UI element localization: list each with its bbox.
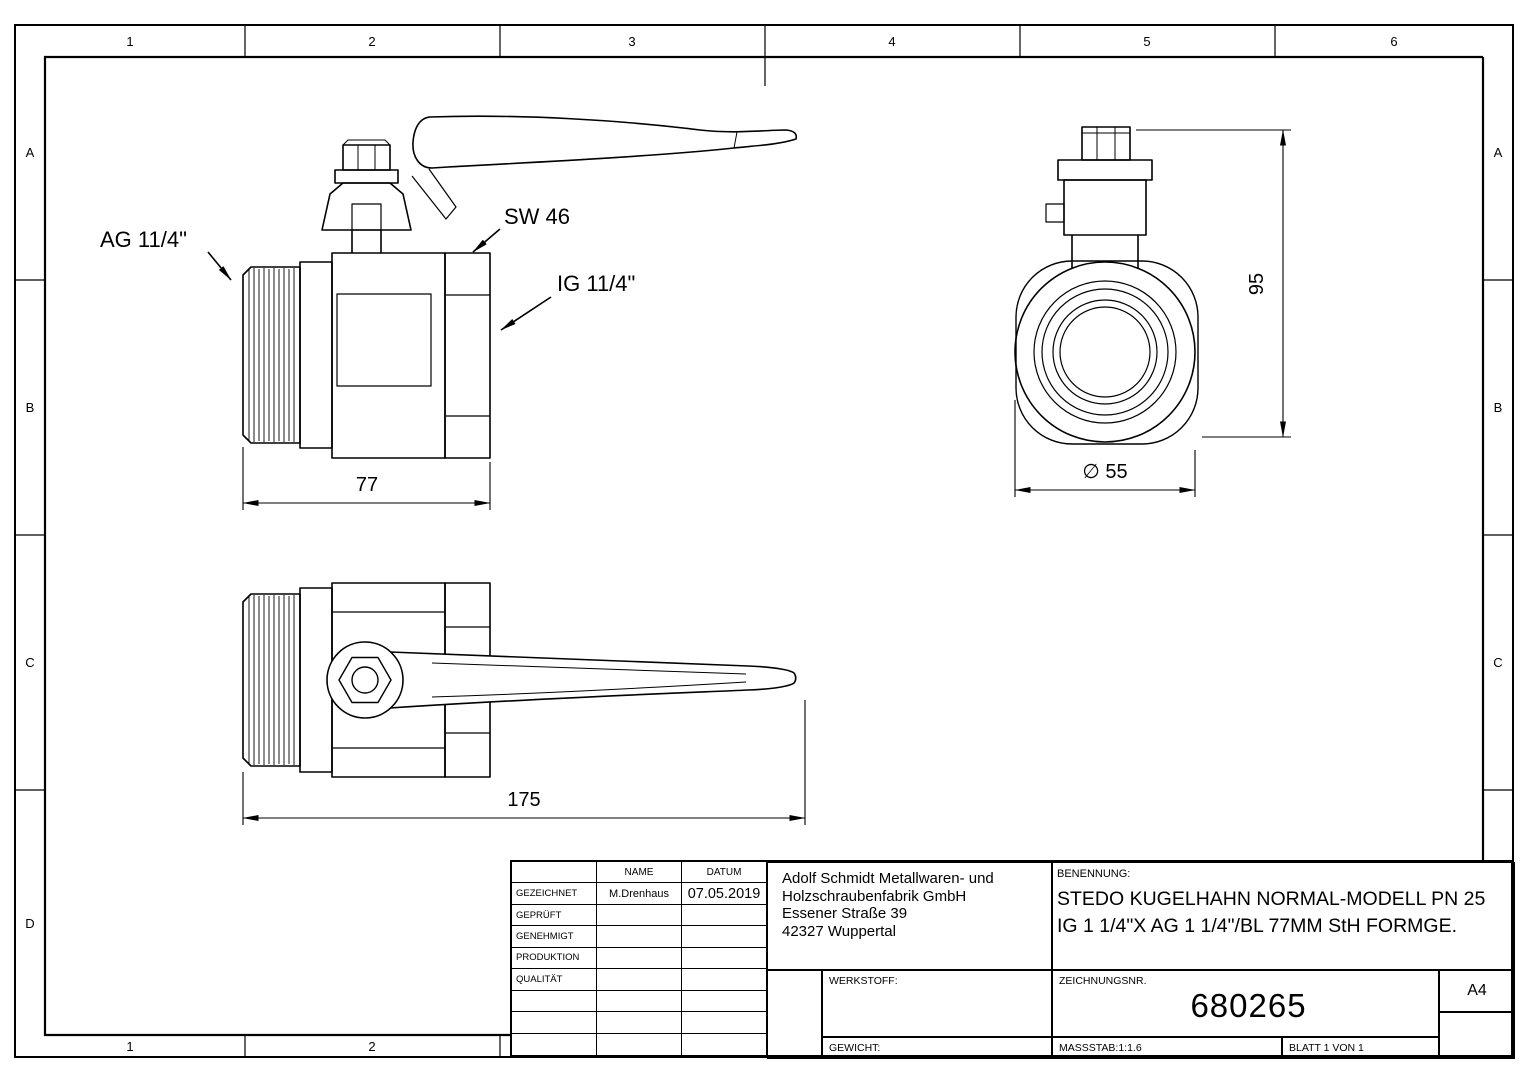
row-datum <box>682 904 767 926</box>
annotation-texts: AG 11/4" SW 46 IG 11/4" <box>100 204 635 296</box>
grid-bottom-1: 1 <box>126 1039 133 1054</box>
part-designation-line1: STEDO KUGELHAHN NORMAL-MODELL PN 25 <box>1057 888 1486 910</box>
row-name <box>597 947 682 969</box>
werkstoff-cell: WERKSTOFF: <box>822 970 1052 1037</box>
dim-body-width: 77 <box>356 474 378 496</box>
table-row-empty <box>512 1012 767 1034</box>
grid-top-5: 5 <box>1143 34 1150 49</box>
dim-diameter: ∅ 55 <box>1082 461 1127 483</box>
drawing-number: 680265 <box>1190 987 1307 1024</box>
sheet-label: BLATT 1 VON 1 <box>1289 1042 1364 1054</box>
gewicht-cell: GEWICHT: <box>822 1037 1052 1059</box>
title-block: NAME DATUM GEZEICHNET M.Drenhaus 07.05.2… <box>510 860 1515 1059</box>
top-view <box>242 582 797 778</box>
grid-bottom-2: 2 <box>368 1039 375 1054</box>
header-empty <box>512 862 597 883</box>
drawing-frame <box>14 24 1514 1058</box>
row-name: M.Drenhaus <box>597 883 682 904</box>
row-datum <box>682 947 767 969</box>
company-line-3: Essener Straße 39 <box>782 905 908 922</box>
table-row-genehmigt: GENEHMIGT <box>512 926 767 948</box>
table-row-empty <box>512 1033 767 1055</box>
company-address: Adolf Schmidt Metallwaren- und Holzschra… <box>767 862 1052 970</box>
row-label: PRODUKTION <box>512 947 597 969</box>
grid-left-a: A <box>26 145 35 160</box>
row-label: QUALITÄT <box>512 969 597 990</box>
dimension-lines <box>242 129 1291 825</box>
grid-left-c: C <box>25 655 34 670</box>
dimension-texts: 77 175 95 ∅ 55 <box>356 273 1268 811</box>
front-view <box>242 115 798 459</box>
grid-top-4: 4 <box>888 34 895 49</box>
table-header-row: NAME DATUM <box>512 862 767 884</box>
paper-format: A4 <box>1439 970 1515 1012</box>
header-datum: DATUM <box>682 862 767 883</box>
zeichnungsnr-cell: ZEICHNUNGSNR. 680265 <box>1052 970 1439 1037</box>
table-row-geprueft: GEPRÜFT <box>512 904 767 927</box>
annotation-leaders <box>207 228 552 331</box>
company-line-1: Adolf Schmidt Metallwaren- und <box>782 870 994 887</box>
row-datum <box>682 969 767 990</box>
scale-label: MASSSTAB:1:1.6 <box>1059 1042 1142 1054</box>
header-name: NAME <box>597 862 682 883</box>
grid-top-6: 6 <box>1390 34 1397 49</box>
row-name <box>597 904 682 926</box>
table-row-produktion: PRODUKTION <box>512 947 767 970</box>
row-label: GENEHMIGT <box>512 926 597 947</box>
row-datum <box>682 926 767 947</box>
gewicht-label: GEWICHT: <box>829 1042 881 1054</box>
grid-right-c: C <box>1493 655 1502 670</box>
dim-total-length: 175 <box>507 789 540 811</box>
row-label: GEZEICHNET <box>512 883 597 904</box>
row-datum: 07.05.2019 <box>682 883 767 904</box>
grid-top-3: 3 <box>628 34 635 49</box>
part-designation-line2: IG 1 1/4"X AG 1 1/4"/BL 77MM StH FORMGE. <box>1057 915 1458 937</box>
side-view <box>1014 126 1199 445</box>
grid-references: 1 2 3 4 5 6 1 2 A B C D A B C <box>25 34 1502 1054</box>
benennung-cell: BENENNUNG: STEDO KUGELHAHN NORMAL-MODELL… <box>1052 862 1515 970</box>
sheet-number-cell: BLATT 1 VON 1 <box>1282 1037 1439 1059</box>
scale-cell: MASSSTAB:1:1.6 <box>1052 1037 1282 1059</box>
grid-top-2: 2 <box>368 34 375 49</box>
empty-cell <box>1439 1012 1515 1059</box>
werkstoff-label: WERKSTOFF: <box>829 975 898 987</box>
zeichnungsnr-label: ZEICHNUNGSNR. <box>1059 975 1147 987</box>
dim-side-height: 95 <box>1246 273 1268 295</box>
label-ig-thread: IG 11/4" <box>557 271 635 296</box>
table-row-empty <box>512 990 767 1013</box>
label-sw46: SW 46 <box>504 204 570 229</box>
benennung-label: BENENNUNG: <box>1057 868 1131 880</box>
grid-left-b: B <box>26 400 35 415</box>
label-ag-thread: AG 11/4" <box>100 227 187 252</box>
grid-left-d: D <box>25 916 34 931</box>
table-row-qualitaet: QUALITÄT <box>512 969 767 991</box>
company-line-4: 42327 Wuppertal <box>782 922 896 940</box>
grid-top-1: 1 <box>126 34 133 49</box>
empty-cell <box>767 970 822 1059</box>
grid-right-a: A <box>1494 145 1503 160</box>
table-row-gezeichnet: GEZEICHNET M.Drenhaus 07.05.2019 <box>512 883 767 905</box>
approval-table: NAME DATUM GEZEICHNET M.Drenhaus 07.05.2… <box>512 862 767 1055</box>
company-line-2: Holzschraubenfabrik GmbH <box>782 887 967 905</box>
row-name <box>597 926 682 947</box>
row-name <box>597 969 682 990</box>
row-label: GEPRÜFT <box>512 904 597 926</box>
grid-right-b: B <box>1494 400 1503 415</box>
